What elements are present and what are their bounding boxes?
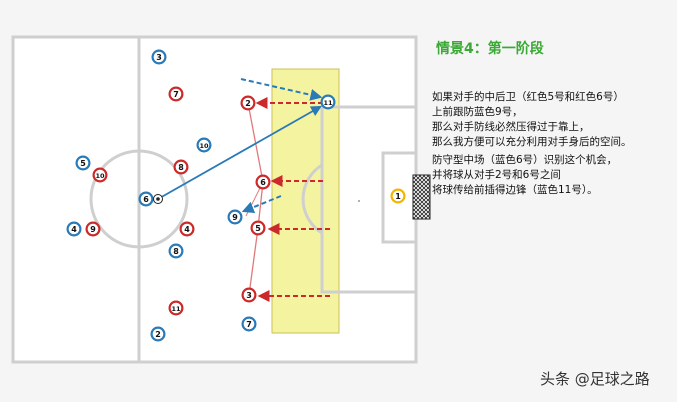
ball bbox=[153, 194, 163, 204]
explanation-line: 防守型中场（蓝色6号）识别这个机会， bbox=[432, 154, 618, 166]
center-circle bbox=[89, 149, 189, 249]
player-number: 9 bbox=[90, 225, 96, 234]
scenario-title: 情景4：第一阶段 bbox=[436, 41, 544, 57]
blue-player-7: 7 bbox=[241, 316, 257, 332]
player-number: 2 bbox=[245, 99, 251, 108]
red-player-10: 10 bbox=[92, 167, 108, 183]
player-number: 2 bbox=[155, 330, 161, 339]
blue-player-11: 11 bbox=[320, 94, 336, 110]
penalty-arc bbox=[301, 163, 323, 235]
player-number: 8 bbox=[173, 247, 179, 256]
player-number: 6 bbox=[143, 195, 149, 204]
red-player-8: 8 bbox=[173, 159, 189, 175]
explanation-line: 并将球从对手2号和6号之间 bbox=[432, 169, 561, 181]
red-player-11: 11 bbox=[168, 300, 184, 316]
blue-player-6: 6 bbox=[138, 191, 154, 207]
player-number: 10 bbox=[199, 142, 209, 150]
pitch bbox=[11, 35, 431, 364]
penalty-spot bbox=[358, 200, 360, 202]
explanation-line: 那么我方便可以充分利用对手身后的空间。 bbox=[432, 136, 632, 148]
explanation-line: 将球传给前插得边锋（蓝色11号）。 bbox=[432, 184, 598, 196]
pitch-outline bbox=[11, 35, 418, 364]
red-player-6: 6 bbox=[255, 174, 271, 190]
blue-run-arrow-11 bbox=[240, 78, 323, 101]
goalkeeper: 1 bbox=[390, 188, 406, 204]
explanation-paragraph-1: 如果对手的中后卫（红色5号和红色6号） 上前跟防蓝色9号， 那么对手防线必然压得… bbox=[432, 90, 632, 150]
player-number: 3 bbox=[156, 53, 162, 62]
player-number: 6 bbox=[260, 178, 266, 187]
explanation-line: 上前跟防蓝色9号， bbox=[432, 106, 523, 118]
red-player-5: 5 bbox=[250, 220, 266, 236]
through-pass-arrow bbox=[157, 105, 322, 200]
player-number: 10 bbox=[95, 172, 105, 180]
players: 3 10 5 6 4 8 7 2 9 11 7 8 10 9 4 11 2 6 5 3 1 bbox=[66, 49, 406, 342]
blue-player-4: 4 bbox=[66, 221, 82, 237]
red-player-4: 4 bbox=[179, 221, 195, 237]
red-player-7: 7 bbox=[168, 86, 184, 102]
red-player-9: 9 bbox=[85, 221, 101, 237]
blue-player-3: 3 bbox=[151, 49, 167, 65]
player-number: 5 bbox=[255, 224, 261, 233]
goalkeeper-number: 1 bbox=[395, 192, 401, 201]
player-number: 4 bbox=[184, 225, 190, 234]
movement-arrows bbox=[157, 78, 330, 302]
highlight-zone bbox=[271, 68, 340, 334]
player-number: 9 bbox=[232, 213, 238, 222]
explanation-paragraph-2: 防守型中场（蓝色6号）识别这个机会， 并将球从对手2号和6号之间 将球传给前插得… bbox=[432, 153, 617, 198]
blue-player-5: 5 bbox=[75, 155, 91, 171]
player-number: 4 bbox=[71, 225, 77, 234]
player-number: 8 bbox=[178, 163, 184, 172]
watermark: 头条 @足球之路 bbox=[540, 370, 650, 388]
player-number: 3 bbox=[246, 291, 252, 300]
explanation-line: 那么对手防线必然压得过于靠上， bbox=[432, 121, 590, 133]
player-number: 11 bbox=[323, 99, 333, 107]
player-number: 11 bbox=[171, 305, 181, 313]
blue-player-8: 8 bbox=[168, 243, 184, 259]
red-player-2: 2 bbox=[240, 95, 256, 111]
player-number: 7 bbox=[246, 320, 252, 329]
blue-player-10: 10 bbox=[196, 137, 212, 153]
blue-player-2: 2 bbox=[150, 326, 166, 342]
blue-run-arrow-9 bbox=[241, 195, 282, 213]
explanation-line: 如果对手的中后卫（红色5号和红色6号） bbox=[432, 91, 624, 103]
player-number: 5 bbox=[80, 159, 86, 168]
defensive-line bbox=[247, 102, 264, 296]
player-number: 7 bbox=[173, 90, 179, 99]
red-player-3: 3 bbox=[241, 287, 257, 303]
goal-net bbox=[412, 174, 431, 220]
blue-player-9: 9 bbox=[227, 209, 243, 225]
